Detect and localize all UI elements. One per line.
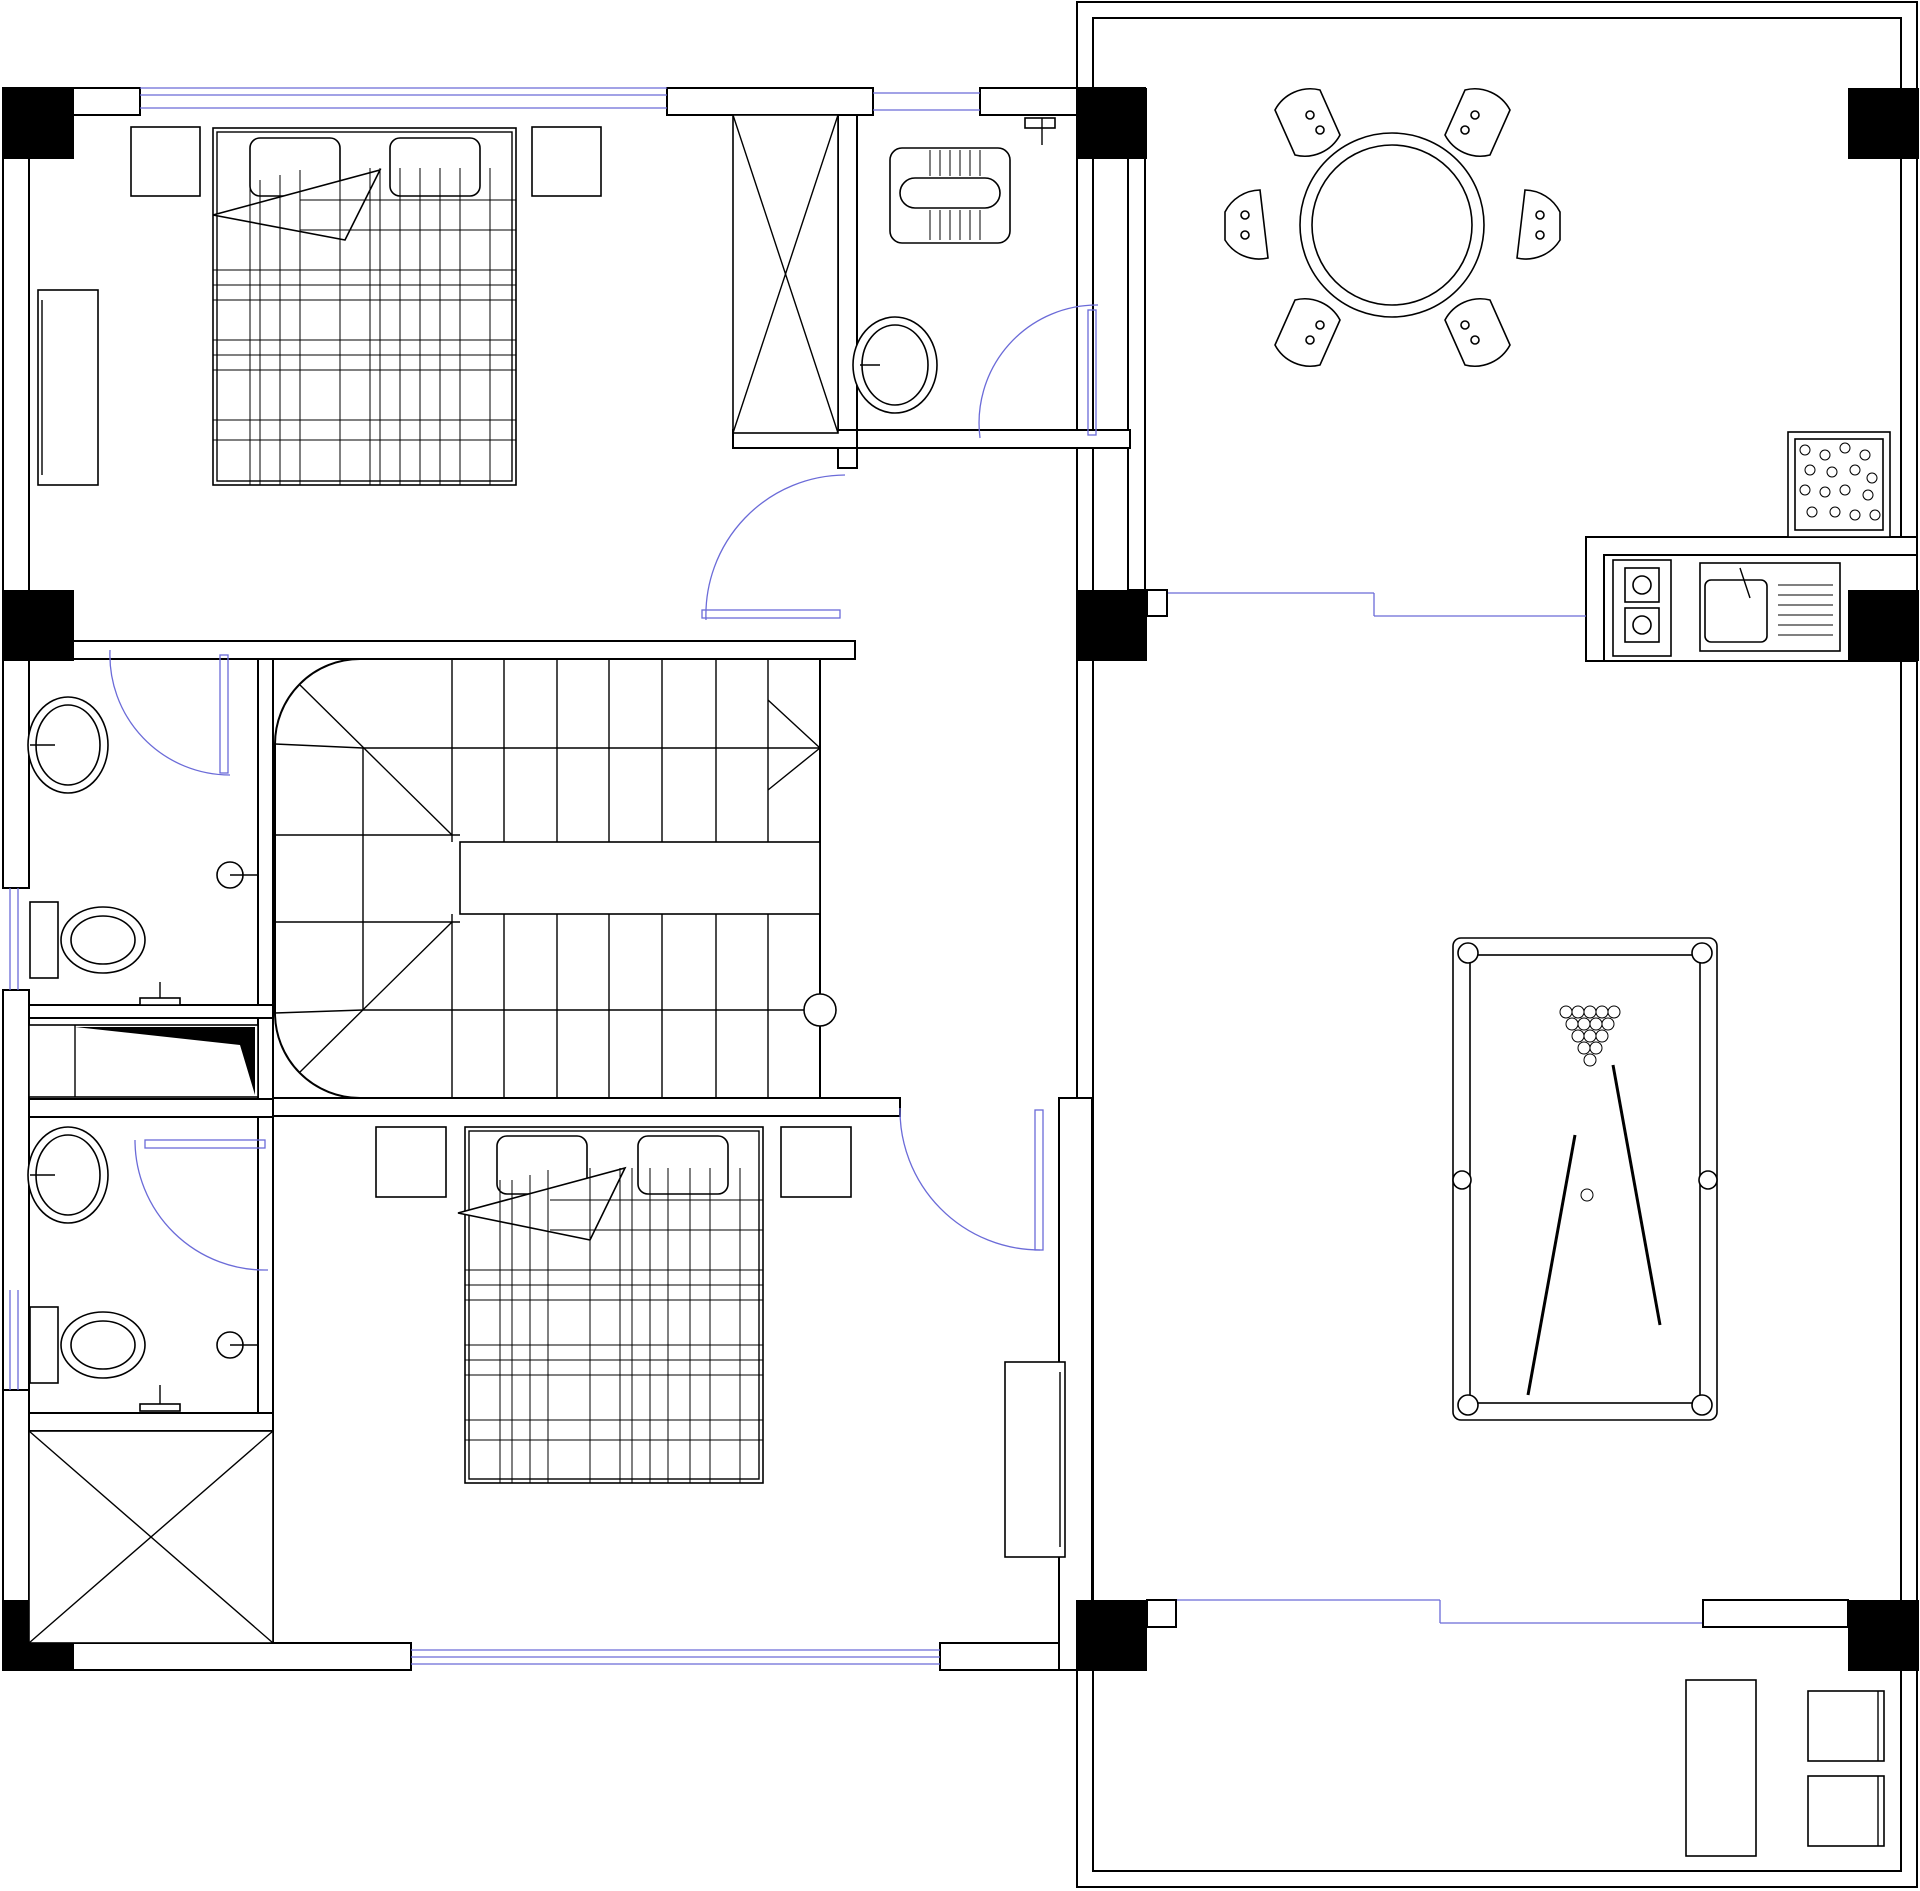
doors xyxy=(109,304,1099,1271)
windows xyxy=(9,87,1703,1665)
master-bed xyxy=(37,126,602,486)
wardrobe-top xyxy=(732,114,839,434)
dining-chair xyxy=(1224,189,1269,260)
dining-chair xyxy=(1444,298,1511,367)
walls-lower-right xyxy=(1146,589,1849,1628)
kitchen-counter xyxy=(1612,559,1841,657)
storage-cabinet xyxy=(1787,431,1891,538)
bathroom-top xyxy=(852,117,1056,414)
dining-chair xyxy=(1274,88,1341,157)
dining-chair xyxy=(1274,298,1341,367)
bathroom-left-lower xyxy=(27,1126,258,1412)
dining-table xyxy=(1224,88,1561,367)
staircase xyxy=(274,658,837,1099)
terrace-outline xyxy=(1076,1,1918,1888)
billiard-table xyxy=(1452,937,1718,1421)
shaft-bottom-left xyxy=(28,1430,274,1644)
terrace-furniture xyxy=(1685,1679,1885,1857)
second-bed xyxy=(375,1126,1066,1558)
columns xyxy=(3,88,1919,1671)
dining-chair xyxy=(1444,88,1511,157)
bathroom-left-upper xyxy=(27,696,259,1098)
dining-chair xyxy=(1516,189,1561,260)
